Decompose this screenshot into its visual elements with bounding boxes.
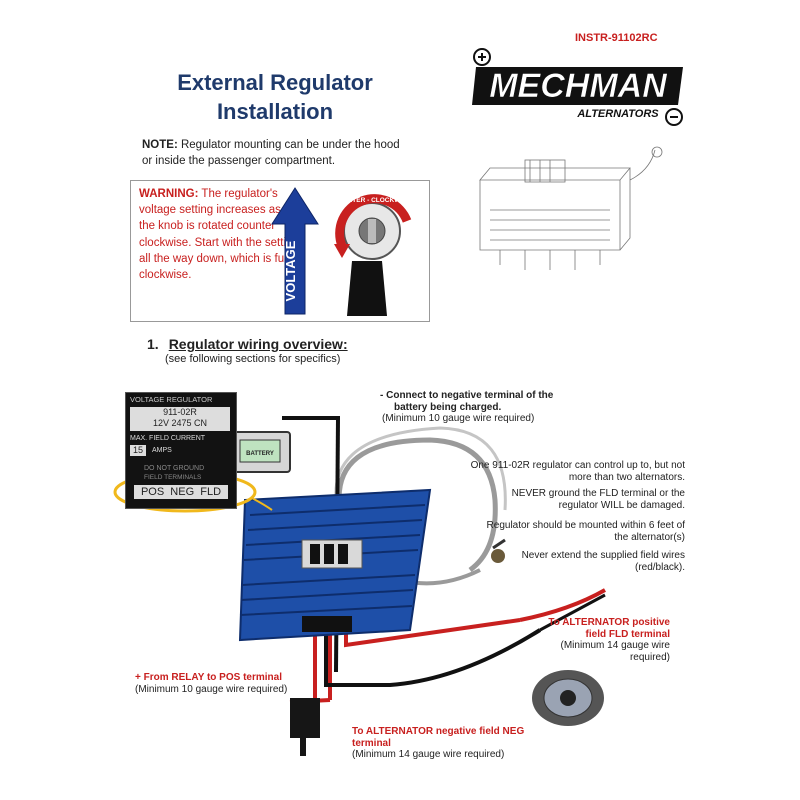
fld-title: To ALTERNATOR positive field FLD termina… [548, 617, 670, 640]
negfield-requirement: (Minimum 14 gauge wire required) [352, 749, 505, 760]
mechman-logo: MECHMAN ALTERNATORS [472, 48, 683, 126]
battery-label: BATTERY [246, 451, 274, 457]
note-text: Regulator mounting can be under the hood… [142, 139, 400, 167]
plate-max-label: MAX. FIELD CURRENT [130, 435, 206, 442]
warning-label: WARNING: [139, 188, 199, 200]
note-label: NOTE: [142, 139, 178, 151]
info-never-ground: NEVER ground the FLD terminal or the reg… [511, 488, 685, 511]
title-line-2: Installation [216, 99, 334, 124]
logo-subtext: ALTERNATORS [576, 108, 659, 120]
pos-title: + From RELAY to POS terminal [135, 672, 282, 683]
plate-amps-label: AMPS [152, 447, 172, 454]
logo-text: MECHMAN [489, 67, 668, 105]
regulator-sketch-image [479, 146, 663, 270]
page-title: External Regulator Installation [150, 68, 400, 126]
warning-text: The regulator's voltage setting increase… [139, 188, 299, 282]
info-mount-distance: Regulator should be mounted within 6 fee… [486, 520, 685, 543]
note-paragraph: NOTE: Regulator mounting can be under th… [142, 137, 402, 169]
plate-terminals: POS NEG FLD [134, 485, 228, 499]
regulator-label-plate: VOLTAGE REGULATOR 911-02R 12V 2475 CN MA… [125, 392, 237, 509]
fld-requirement: (Minimum 14 gauge wire required) [560, 640, 671, 663]
adjustment-knob-icon: COUNTER - CLOCKWISE [333, 194, 411, 316]
pos-terminal-label: + From RELAY to POS terminal (Minimum 10… [135, 672, 315, 695]
neg-line-1: Connect to negative terminal of the [386, 390, 554, 401]
voltage-arrow-label: VOLTAGE [283, 240, 298, 301]
pos-requirement: (Minimum 10 gauge wire required) [135, 683, 288, 695]
neg-prefix: - [380, 390, 387, 401]
fld-terminal-label: To ALTERNATOR positive field FLD termina… [530, 617, 670, 663]
knob-direction-label: COUNTER - CLOCKWISE [333, 197, 411, 204]
section-number: 1. [147, 336, 159, 352]
battery-negative-label: - Connect to negative terminal of the ba… [380, 390, 590, 425]
plate-header: VOLTAGE REGULATOR [130, 395, 213, 404]
wiring-diagram: BATTERY [113, 416, 606, 756]
neg-line-2: battery being charged. [394, 401, 502, 413]
info-two-alternators: One 911-02R regulator can control up to,… [470, 460, 685, 483]
section-subtitle: (see following sections for specifics) [165, 353, 341, 365]
plate-spec: 12V 2475 CN [152, 418, 208, 428]
info-no-extend: Never extend the supplied field wires (r… [521, 550, 685, 573]
negfield-title: To ALTERNATOR negative field NEG termina… [352, 726, 525, 749]
warning-paragraph: WARNING: The regulator's voltage setting… [139, 186, 299, 283]
voltage-up-arrow-icon: VOLTAGE [271, 187, 319, 315]
section-title: Regulator wiring overview: [168, 336, 348, 352]
title-line-1: External Regulator [177, 70, 373, 95]
plate-warning-2: FIELD TERMINALS [144, 474, 202, 481]
plate-warning: DO NOT GROUND [144, 465, 205, 472]
plate-max-value: 15 [130, 445, 146, 456]
neg-requirement: (Minimum 10 gauge wire required) [382, 413, 535, 424]
neg-field-terminal-label: To ALTERNATOR negative field NEG termina… [352, 726, 552, 761]
document-id: INSTR-91102RC [575, 32, 658, 44]
section-heading: 1. Regulator wiring overview: [147, 336, 348, 352]
plate-model: 911-02R [163, 407, 197, 417]
